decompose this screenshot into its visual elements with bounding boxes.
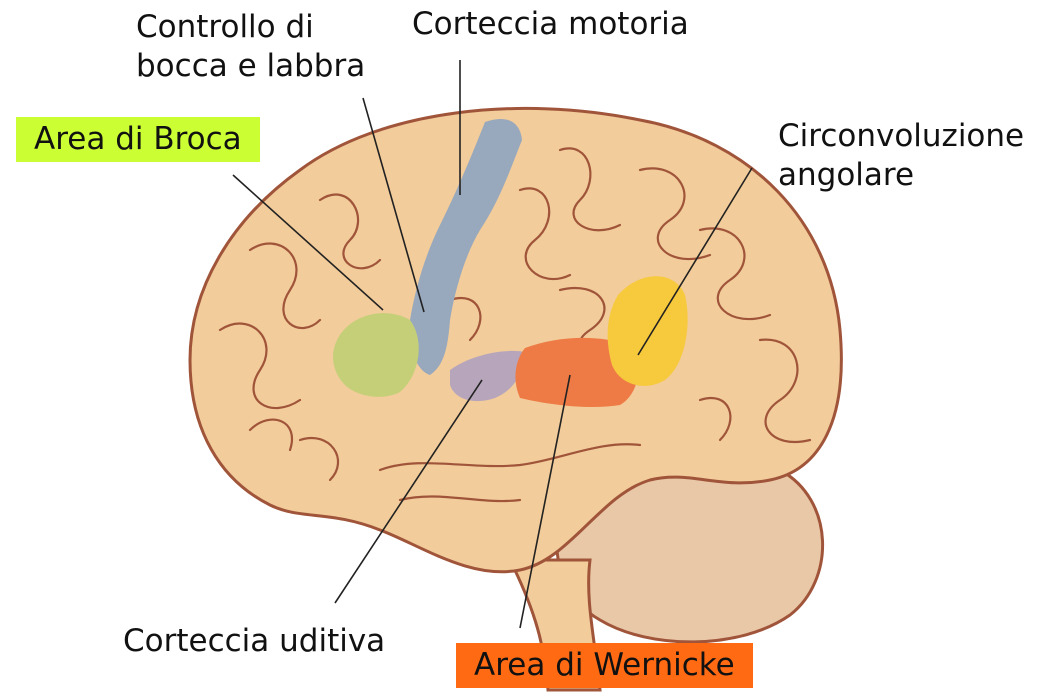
label-area-broca: Area di Broca [16, 117, 260, 162]
label-area-wernicke: Area di Wernicke [456, 643, 753, 688]
label-circonvoluzione-angolare: Circonvoluzione angolare [778, 117, 1024, 195]
label-corteccia-motoria: Corteccia motoria [412, 5, 689, 44]
label-controllo-line2: bocca e labbra [136, 47, 365, 86]
label-circonvoluzione-line2: angolare [778, 156, 1024, 195]
label-corteccia-uditiva: Corteccia uditiva [123, 622, 385, 661]
label-circonvoluzione-line1: Circonvoluzione [778, 117, 1024, 156]
label-controllo-line1: Controllo di [136, 8, 365, 47]
label-controllo-bocca-labbra: Controllo di bocca e labbra [136, 8, 365, 86]
